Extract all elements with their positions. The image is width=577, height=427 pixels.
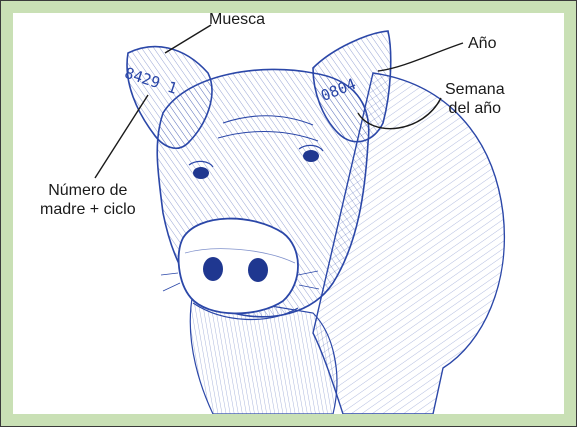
mother-label-line1: Número de — [40, 181, 136, 200]
mother-leader — [95, 95, 148, 178]
year-label: Año — [468, 34, 496, 53]
notch-leader — [165, 25, 211, 53]
pig-snout — [179, 219, 298, 314]
illustration-panel: 8429 1 0804 Muesca Año Semana del año Nú… — [13, 13, 564, 414]
week-label-line1: Semana — [445, 80, 505, 99]
right-nostril — [248, 258, 268, 282]
week-label-line2: del año — [445, 99, 505, 118]
notch-label: Muesca — [209, 13, 265, 29]
mother-label-line2: madre + ciclo — [40, 200, 136, 219]
mother-label: Número de madre + ciclo — [40, 181, 136, 219]
right-eye — [303, 150, 319, 162]
week-label: Semana del año — [445, 80, 505, 118]
left-nostril — [203, 257, 223, 281]
left-eye — [193, 167, 209, 179]
